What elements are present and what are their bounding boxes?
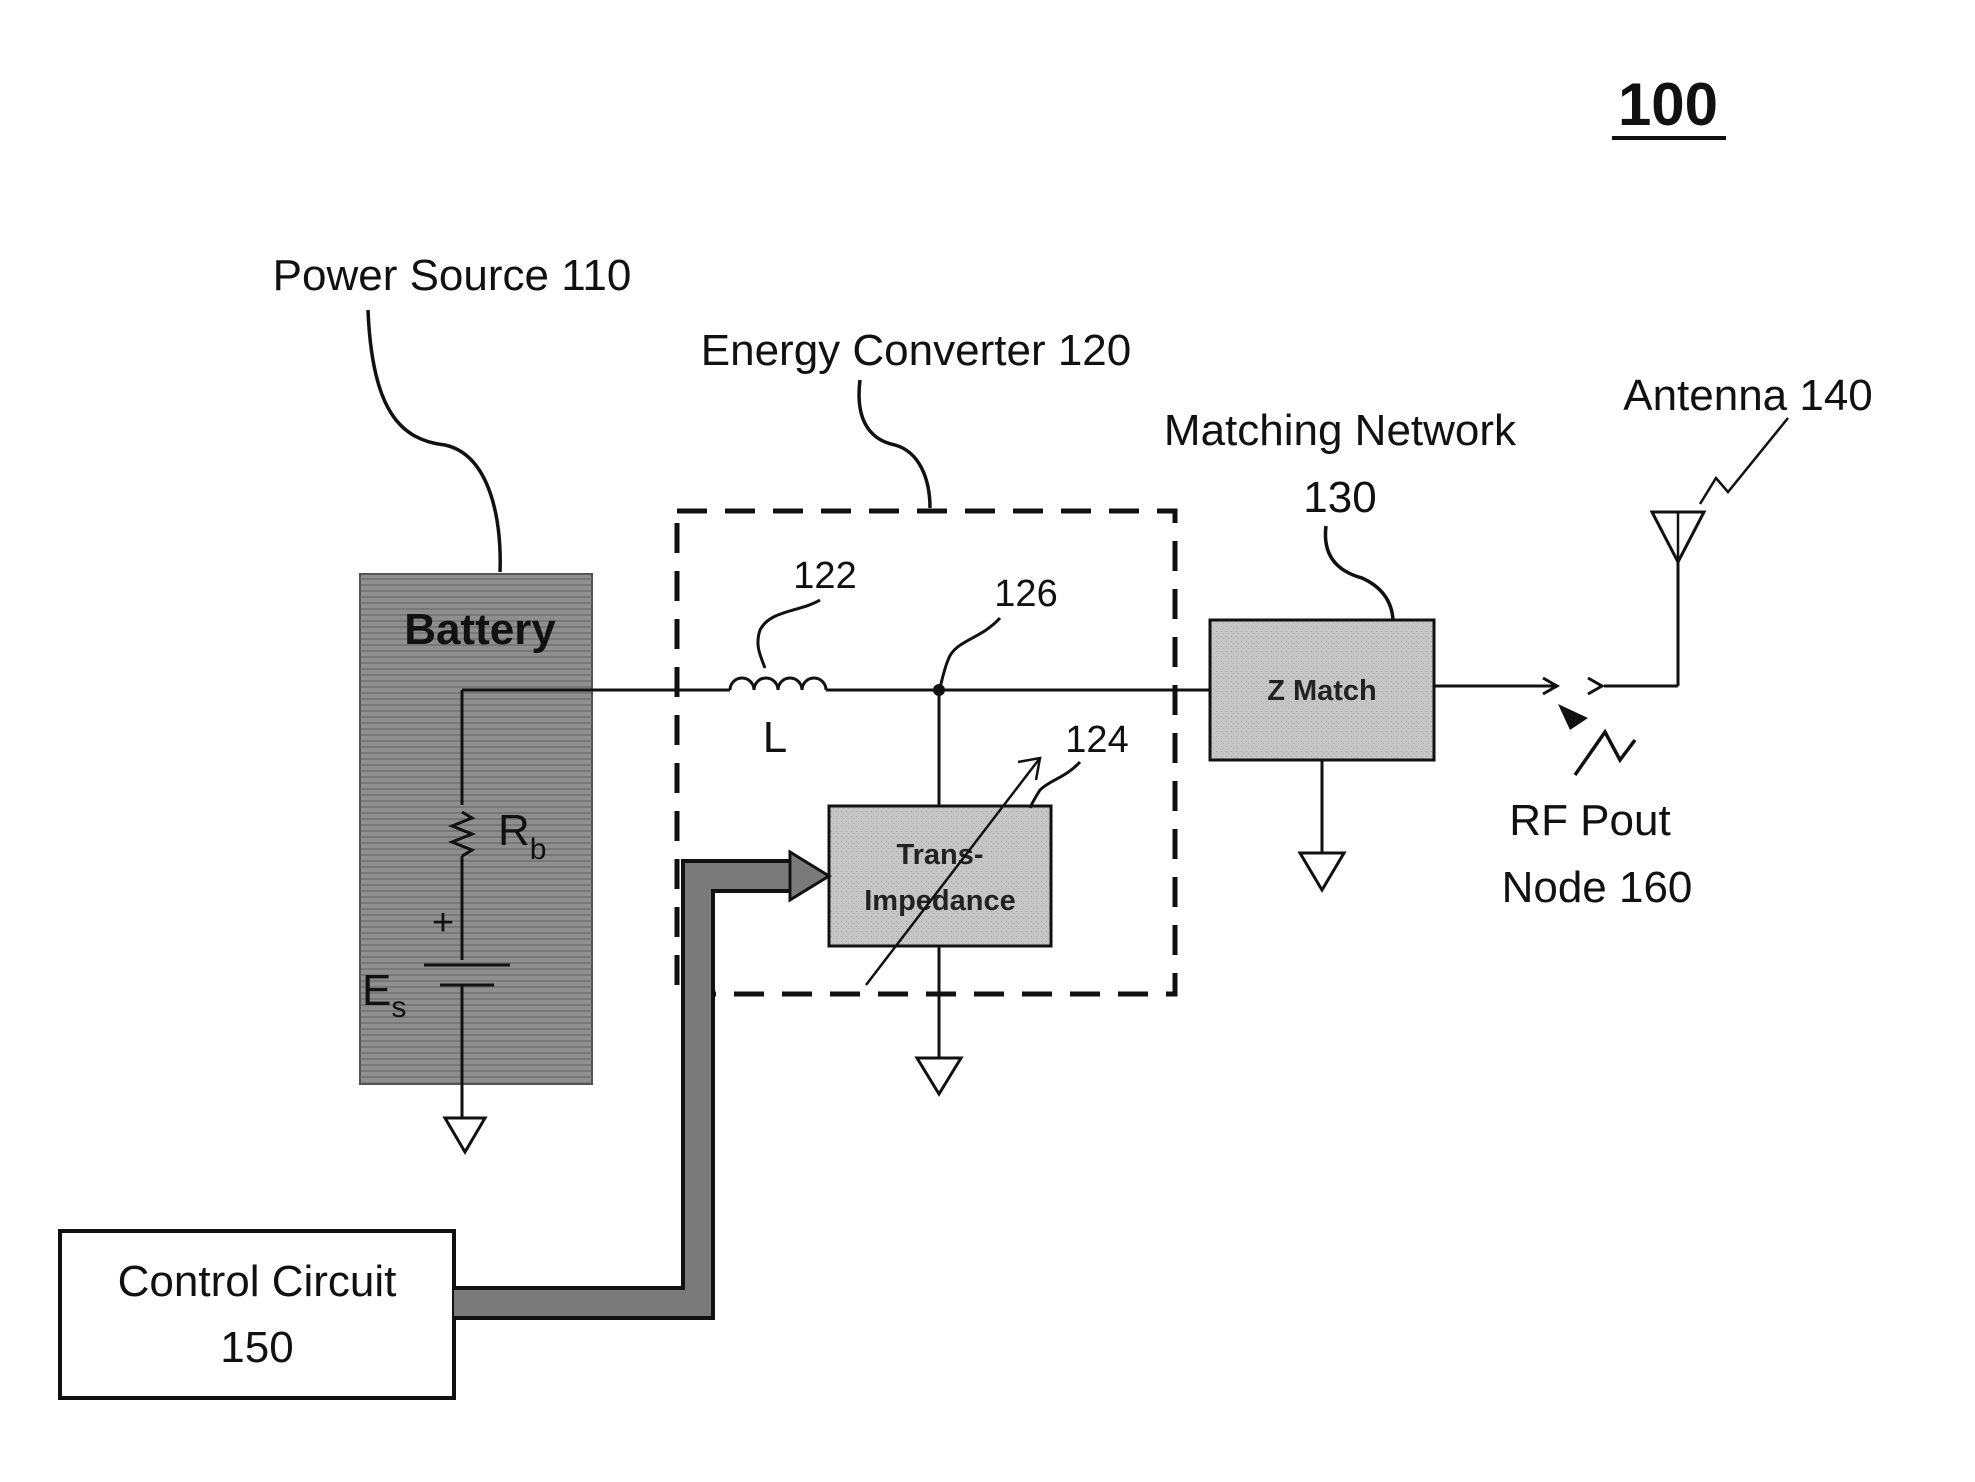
battery-ground-icon — [445, 1118, 485, 1152]
matching-ground-icon — [1300, 853, 1344, 890]
control-bus-arrowhead — [790, 852, 829, 900]
rf-pout-leader-arrowhead — [1558, 704, 1588, 730]
battery-plus-sign: + — [432, 902, 454, 944]
figure-number: 100 — [1618, 71, 1718, 138]
trans-impedance-ref: 124 — [1065, 719, 1128, 761]
node-126-leader — [940, 618, 1000, 688]
z-match-label: Z Match — [1267, 675, 1377, 707]
inductor-label: L — [763, 713, 787, 762]
rf-node-arrow-out — [1588, 678, 1602, 694]
control-circuit-line1: Control Circuit — [118, 1257, 397, 1306]
antenna-leader — [1700, 418, 1788, 504]
energy-converter-label: Energy Converter 120 — [701, 326, 1131, 375]
power-source-label: Power Source 110 — [273, 251, 632, 300]
trans-impedance-line1: Trans- — [896, 839, 983, 871]
rf-pout-label-line1: RF Pout — [1509, 796, 1670, 845]
energy-converter-leader — [859, 380, 930, 508]
rf-pout-label-line2: Node 160 — [1502, 863, 1693, 912]
matching-network-label-line2: 130 — [1303, 473, 1376, 522]
matching-network-leader — [1325, 526, 1393, 620]
node-126-ref: 126 — [994, 573, 1057, 615]
rf-pout-leader — [1575, 732, 1635, 775]
inductor-leader — [758, 600, 820, 668]
power-source-leader — [368, 310, 500, 572]
trans-impedance-block — [829, 806, 1051, 946]
antenna-label: Antenna 140 — [1623, 371, 1873, 420]
inductor-symbol — [730, 678, 826, 690]
matching-network-label-line1: Matching Network — [1164, 406, 1517, 455]
battery-title: Battery — [404, 605, 556, 654]
trans-ground-icon — [917, 1058, 961, 1094]
inductor-ref: 122 — [793, 555, 856, 597]
control-circuit-line2: 150 — [220, 1323, 293, 1372]
